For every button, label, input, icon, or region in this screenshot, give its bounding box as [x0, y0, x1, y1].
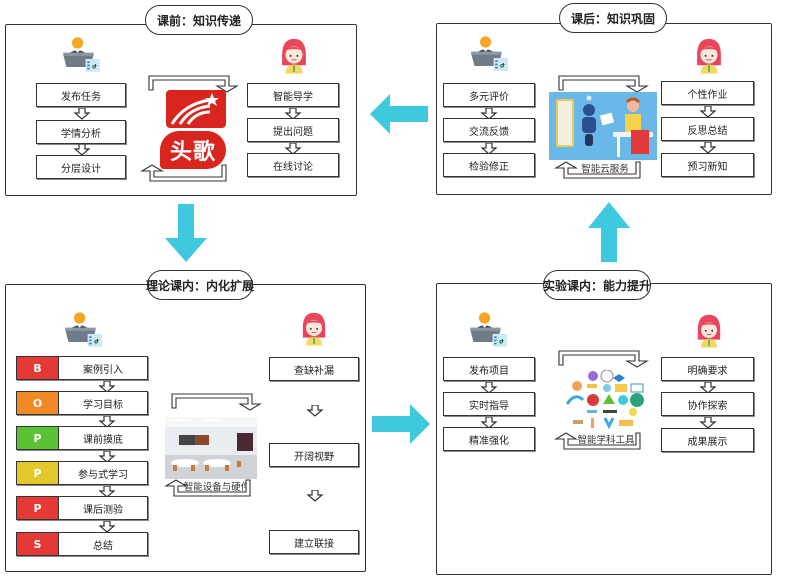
- bopps-label: 课后测验: [83, 504, 123, 516]
- cycle-arrow-top-icon: [558, 75, 649, 93]
- panel-title-theory-class: 理论课内：内化扩展: [146, 270, 254, 300]
- bopps-tag: P: [17, 462, 59, 484]
- lab-teacher-step-1: 发布项目: [443, 357, 535, 381]
- teacher-icon: [467, 310, 515, 350]
- cycle-arrow-top-icon: [171, 393, 262, 411]
- educoder-logo-text: 头歌: [169, 140, 216, 165]
- bopps-tag: P: [17, 427, 59, 449]
- post-teacher-step-3: 检验修正: [443, 153, 535, 177]
- post-student-step-2: 反思总结: [661, 117, 754, 141]
- cycle-arrow-top-icon: [558, 350, 649, 368]
- post-student-step-1: 个性作业: [661, 81, 754, 105]
- post-teacher-step-2: 交流反馈: [443, 118, 535, 142]
- theory-student-step-2: 开阔视野: [269, 443, 359, 467]
- cycle-arrow-bottom-icon: [140, 164, 227, 182]
- bopps-step-p1: P 课前摸底: [16, 426, 148, 450]
- teacher-icon: [62, 310, 110, 350]
- bopps-tag: B: [17, 357, 59, 379]
- theory-student-step-1: 查缺补漏: [269, 357, 359, 381]
- subject-tools-image: [563, 370, 647, 432]
- post-student-step-3: 预习新知: [661, 153, 754, 177]
- cycle-arrow-top-icon: [148, 75, 239, 93]
- bopps-step-s: S 总结: [16, 532, 148, 556]
- pre-student-step-1: 智能导学: [247, 83, 339, 107]
- bopps-step-p3: P 课后测验: [16, 496, 148, 520]
- caption-smart-devices: 智能设备与硬件: [183, 482, 251, 493]
- bopps-label: 总结: [93, 540, 113, 552]
- panel-title-post-class: 课后：知识巩固: [559, 3, 667, 33]
- lab-student-step-3: 成果展示: [661, 428, 754, 452]
- arrow-down-icon: [73, 108, 91, 120]
- smart-classroom-image: [165, 417, 257, 479]
- caption-subject-tools: 智能学科工具: [577, 435, 635, 446]
- bopps-label: 课前摸底: [83, 434, 123, 446]
- teacher-icon: [60, 35, 108, 75]
- theory-student-step-3: 建立联接: [269, 530, 359, 554]
- pre-teacher-step-1: 发布任务: [36, 83, 126, 107]
- bopps-tag: S: [17, 533, 59, 555]
- flow-arrow-left-icon: [370, 94, 428, 134]
- cycle-arrow-bottom-icon: [554, 161, 641, 179]
- panel-title-pre-class: 课前：知识传递: [145, 5, 253, 35]
- arrow-down-icon: [306, 490, 324, 502]
- student-icon: [692, 36, 726, 74]
- caption-smart-cloud-service: 智能云服务: [581, 164, 629, 175]
- post-teacher-step-1: 多元评价: [443, 83, 535, 107]
- pre-student-step-2: 提出问题: [247, 118, 339, 142]
- student-icon: [277, 36, 311, 74]
- bopps-label: 参与式学习: [78, 469, 128, 481]
- educoder-logo: 头歌: [160, 131, 226, 169]
- bopps-step-b: B 案例引入: [16, 356, 148, 380]
- cycle-arrow-bottom-icon: [554, 432, 641, 450]
- flow-arrow-down-icon: [165, 204, 207, 262]
- smart-cloud-service-image: [549, 92, 657, 160]
- student-icon: [298, 310, 330, 346]
- lab-teacher-step-3: 精准强化: [443, 427, 535, 451]
- flow-arrow-right-icon: [372, 404, 430, 444]
- bopps-label: 案例引入: [83, 364, 123, 376]
- teacher-icon: [468, 34, 516, 74]
- flow-arrow-up-icon: [588, 202, 630, 262]
- pre-student-step-3: 在线讨论: [247, 153, 339, 177]
- student-icon: [693, 312, 725, 348]
- cycle-arrow-bottom-icon: [164, 479, 251, 497]
- lab-teacher-step-2: 实时指导: [443, 392, 535, 416]
- bopps-tag: O: [17, 392, 59, 414]
- bopps-step-p2: P 参与式学习: [16, 461, 148, 485]
- bopps-tag: P: [17, 497, 59, 519]
- lab-student-step-1: 明确要求: [661, 357, 754, 381]
- bopps-step-o: O 学习目标: [16, 391, 148, 415]
- arrow-down-icon: [306, 405, 324, 417]
- panel-title-lab-class: 实验课内：能力提升: [543, 270, 651, 300]
- bopps-label: 学习目标: [83, 399, 123, 411]
- pre-teacher-step-2: 学情分析: [36, 120, 126, 144]
- lab-student-step-2: 协作探索: [661, 392, 754, 416]
- chaoxing-logo: [166, 90, 226, 128]
- pre-teacher-step-3: 分层设计: [36, 155, 126, 179]
